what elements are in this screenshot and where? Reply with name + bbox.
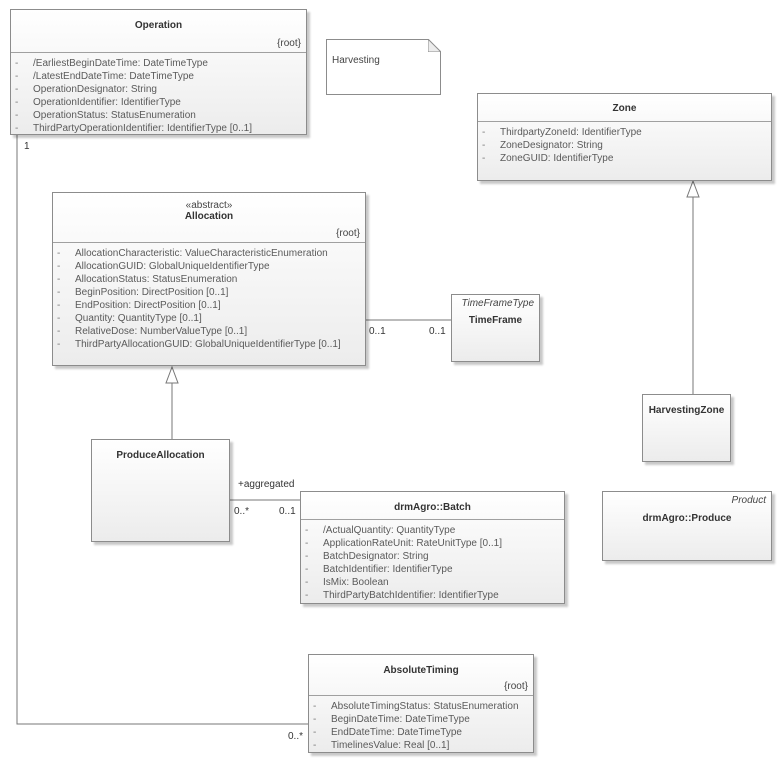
- class-timeframe[interactable]: TimeFrameType TimeFrame: [451, 294, 540, 362]
- attribute: /EarliestBeginDateTime: DateTimeType: [11, 57, 306, 70]
- attribute: AllocationCharacteristic: ValueCharacter…: [53, 247, 365, 260]
- class-harvestingzone[interactable]: HarvestingZone: [642, 394, 731, 462]
- class-harvestingzone-name: HarvestingZone: [648, 405, 725, 416]
- attribute: BeginPosition: DirectPosition [0..1]: [53, 286, 365, 299]
- class-batch-name: drmAgro::Batch: [394, 502, 471, 513]
- class-operation[interactable]: Operation {root} /EarliestBeginDateTime:…: [10, 9, 307, 135]
- class-batch-header: drmAgro::Batch: [301, 492, 564, 520]
- attribute: BatchIdentifier: IdentifierType: [301, 563, 564, 576]
- multiplicity-batch-end: 0..1: [279, 506, 296, 517]
- class-zone[interactable]: Zone ThirdpartyZoneId: IdentifierType Zo…: [477, 93, 772, 181]
- multiplicity-allocation-timeframe-end: 0..1: [369, 326, 386, 337]
- class-operation-tag: {root}: [277, 38, 301, 49]
- class-zone-name: Zone: [612, 103, 637, 114]
- attribute: /LatestEndDateTime: DateTimeType: [11, 70, 306, 83]
- class-zone-header: Zone: [478, 94, 771, 122]
- multiplicity-produceallocation-end: 0..*: [234, 506, 250, 517]
- attribute: EndDateTime: DateTimeType: [309, 726, 533, 739]
- attribute: ThirdPartyBatchIdentifier: IdentifierTyp…: [301, 589, 564, 602]
- class-produce-parent-type: Product: [731, 495, 766, 506]
- attribute: ThirdpartyZoneId: IdentifierType: [478, 126, 771, 139]
- attribute: BeginDateTime: DateTimeType: [309, 713, 533, 726]
- attribute: TimelinesValue: Real [0..1]: [309, 739, 533, 752]
- class-absolutetiming-name: AbsoluteTiming: [383, 665, 459, 676]
- class-allocation-tag: {root}: [336, 228, 360, 239]
- class-allocation[interactable]: «abstract» Allocation {root} AllocationC…: [52, 192, 366, 366]
- class-allocation-stereotype: «abstract»: [185, 200, 233, 211]
- class-produce-name: drmAgro::Produce: [642, 513, 732, 524]
- class-zone-attributes: ThirdpartyZoneId: IdentifierType ZoneDes…: [478, 122, 771, 165]
- class-timeframe-parent-type: TimeFrameType: [461, 298, 534, 309]
- class-produceallocation-name: ProduceAllocation: [116, 450, 205, 461]
- class-absolutetiming[interactable]: AbsoluteTiming {root} AbsoluteTimingStat…: [308, 654, 534, 753]
- class-absolutetiming-header: AbsoluteTiming {root}: [309, 655, 533, 696]
- attribute: AllocationGUID: GlobalUniqueIdentifierTy…: [53, 260, 365, 273]
- operation-timing-association: [16, 135, 308, 725]
- attribute: OperationStatus: StatusEnumeration: [11, 109, 306, 122]
- class-batch[interactable]: drmAgro::Batch /ActualQuantity: Quantity…: [300, 491, 565, 604]
- attribute: ZoneDesignator: String: [478, 139, 771, 152]
- class-timeframe-name: TimeFrame: [468, 315, 523, 326]
- class-operation-attributes: /EarliestBeginDateTime: DateTimeType /La…: [11, 53, 306, 135]
- note-harvesting[interactable]: Harvesting: [326, 39, 441, 95]
- multiplicity-operation-end: 1: [24, 141, 30, 152]
- role-aggregated: +aggregated: [238, 479, 295, 490]
- multiplicity-timing-end: 0..*: [288, 731, 304, 742]
- harvestingzone-generalization-arrow: [686, 179, 700, 198]
- attribute: ApplicationRateUnit: RateUnitType [0..1]: [301, 537, 564, 550]
- attribute: EndPosition: DirectPosition [0..1]: [53, 299, 365, 312]
- attribute: /ActualQuantity: QuantityType: [301, 524, 564, 537]
- attribute: IsMix: Boolean: [301, 576, 564, 589]
- attribute: AllocationStatus: StatusEnumeration: [53, 273, 365, 286]
- class-absolutetiming-tag: {root}: [504, 681, 528, 692]
- class-absolutetiming-attributes: AbsoluteTimingStatus: StatusEnumeration …: [309, 696, 533, 752]
- class-produce[interactable]: Product drmAgro::Produce: [602, 491, 772, 561]
- class-batch-attributes: /ActualQuantity: QuantityType Applicatio…: [301, 520, 564, 602]
- attribute: AbsoluteTimingStatus: StatusEnumeration: [309, 700, 533, 713]
- class-produceallocation[interactable]: ProduceAllocation: [91, 439, 230, 542]
- class-allocation-name: Allocation: [184, 211, 234, 222]
- note-text: Harvesting: [332, 55, 380, 66]
- note-fold-corner: [428, 39, 441, 52]
- produceallocation-generalization-arrow: [165, 365, 179, 384]
- attribute: Quantity: QuantityType [0..1]: [53, 312, 365, 325]
- attribute: ThirdPartyOperationIdentifier: Identifie…: [11, 122, 306, 135]
- attribute: BatchDesignator: String: [301, 550, 564, 563]
- attribute: ZoneGUID: IdentifierType: [478, 152, 771, 165]
- class-allocation-attributes: AllocationCharacteristic: ValueCharacter…: [53, 243, 365, 351]
- class-operation-name: Operation: [134, 20, 183, 31]
- attribute: ThirdPartyAllocationGUID: GlobalUniqueId…: [53, 338, 365, 351]
- attribute: OperationDesignator: String: [11, 83, 306, 96]
- attribute: OperationIdentifier: IdentifierType: [11, 96, 306, 109]
- class-operation-header: Operation {root}: [11, 10, 306, 53]
- class-allocation-header: «abstract» Allocation {root}: [53, 193, 365, 243]
- attribute: RelativeDose: NumberValueType [0..1]: [53, 325, 365, 338]
- multiplicity-timeframe-end: 0..1: [429, 326, 446, 337]
